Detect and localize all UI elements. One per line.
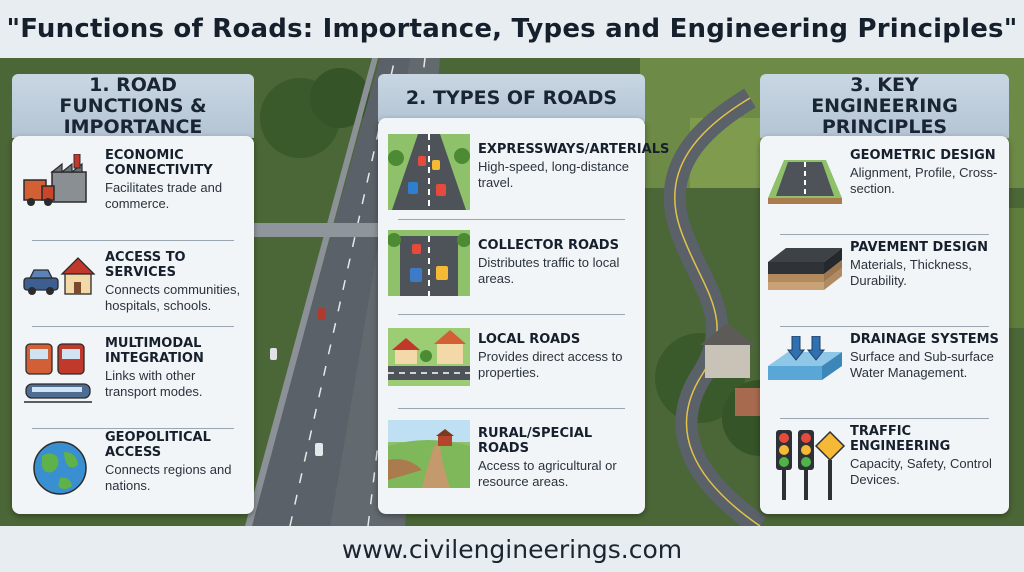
pavement-layers-icon	[768, 248, 842, 290]
item-description: Access to agricultural or resource areas…	[478, 458, 617, 489]
panel-heading-text: 3. KEY ENGINEERING PRINCIPLES	[811, 73, 958, 138]
item-description: Provides direct access to properties.	[478, 349, 623, 380]
divider	[32, 428, 234, 429]
bus-train-icon	[24, 343, 92, 403]
panel-road-functions-heading: 1. ROAD FUNCTIONS & IMPORTANCE	[12, 74, 254, 138]
website-url: www.civilengineerings.com	[341, 534, 683, 564]
list-item-access-to-services: ACCESS TO SERVICES Connects communities,…	[12, 250, 254, 320]
item-title: MULTIMODAL INTEGRATION	[105, 336, 204, 366]
factory-truck-icon	[23, 154, 87, 206]
road-geometry-icon	[768, 160, 842, 204]
divider	[780, 418, 989, 419]
item-title: PAVEMENT DESIGN	[850, 240, 988, 255]
page-title: "Functions of Roads: Importance, Types a…	[6, 14, 1018, 44]
item-description: Distributes traffic to local areas.	[478, 255, 620, 286]
divider	[398, 219, 625, 220]
divider	[32, 326, 234, 327]
item-description: Connects communities, hospitals, schools…	[105, 282, 241, 313]
item-title: GEOMETRIC DESIGN	[850, 148, 996, 163]
title-bar: "Functions of Roads: Importance, Types a…	[0, 0, 1024, 58]
divider	[780, 326, 989, 327]
item-description: Alignment, Profile, Cross-section.	[850, 165, 998, 196]
collector-road-icon	[388, 230, 470, 296]
panel-engineering-principles-body: GEOMETRIC DESIGN Alignment, Profile, Cro…	[760, 136, 1009, 514]
list-item-multimodal-integration: MULTIMODAL INTEGRATION Links with other …	[12, 336, 254, 420]
list-item-local-roads: LOCAL ROADS Provides direct access to pr…	[378, 318, 645, 402]
list-item-drainage-systems: DRAINAGE SYSTEMS Surface and Sub-surface…	[760, 332, 1009, 422]
panel-road-functions: 1. ROAD FUNCTIONS & IMPORTANCE ECONOMIC …	[12, 74, 254, 514]
local-road-icon	[388, 328, 470, 386]
item-title: ECONOMIC CONNECTIVITY	[105, 148, 213, 178]
panel-engineering-principles: 3. KEY ENGINEERING PRINCIPLES GEOMETRIC …	[760, 74, 1009, 514]
item-description: Connects regions and nations.	[105, 462, 232, 493]
item-title: EXPRESSWAYS/ARTERIALS	[478, 142, 670, 157]
item-description: Surface and Sub-surface Water Management…	[850, 349, 994, 380]
panel-heading-text: 1. ROAD FUNCTIONS & IMPORTANCE	[59, 73, 207, 138]
list-item-geopolitical-access: GEOPOLITICAL ACCESS Connects regions and…	[12, 430, 254, 510]
rural-road-icon	[388, 420, 470, 488]
item-description: Materials, Thickness, Durability.	[850, 257, 972, 288]
item-description: Links with other transport modes.	[105, 368, 203, 399]
aerial-road-background: 1. ROAD FUNCTIONS & IMPORTANCE ECONOMIC …	[0, 58, 1024, 526]
globe-icon	[33, 441, 87, 495]
panel-road-functions-body: ECONOMIC CONNECTIVITY Facilitates trade …	[12, 136, 254, 514]
item-title: COLLECTOR ROADS	[478, 238, 619, 253]
panel-types-of-roads: 2. TYPES OF ROADS EXPRESSWAYS/ARTERIALS	[378, 74, 670, 514]
list-item-economic-connectivity: ECONOMIC CONNECTIVITY Facilitates trade …	[12, 148, 254, 228]
expressway-icon	[388, 134, 470, 210]
list-item-pavement-design: PAVEMENT DESIGN Materials, Thickness, Du…	[760, 240, 1009, 320]
item-description: High-speed, long-distance travel.	[478, 159, 630, 190]
panel-types-of-roads-body: EXPRESSWAYS/ARTERIALS High-speed, long-d…	[378, 118, 670, 514]
list-item-geometric-design: GEOMETRIC DESIGN Alignment, Profile, Cro…	[760, 148, 1009, 228]
panel-types-of-roads-heading: 2. TYPES OF ROADS	[378, 74, 645, 122]
divider	[32, 240, 234, 241]
item-title: TRAFFIC ENGINEERING	[850, 424, 951, 454]
list-item-traffic-engineering: TRAFFIC ENGINEERING Capacity, Safety, Co…	[760, 424, 1009, 514]
item-title: DRAINAGE SYSTEMS	[850, 332, 999, 347]
traffic-light-icon	[776, 430, 846, 500]
item-title: RURAL/SPECIAL ROADS	[478, 426, 593, 456]
item-description: Facilitates trade and commerce.	[105, 180, 223, 211]
divider	[398, 408, 625, 409]
panel-engineering-principles-heading: 3. KEY ENGINEERING PRINCIPLES	[760, 74, 1009, 138]
divider	[398, 314, 625, 315]
divider	[780, 234, 989, 235]
item-description: Capacity, Safety, Control Devices.	[850, 456, 992, 487]
panel-heading-text: 2. TYPES OF ROADS	[405, 86, 618, 109]
list-item-rural-roads: RURAL/SPECIAL ROADS Access to agricultur…	[378, 412, 645, 502]
list-item-expressways: EXPRESSWAYS/ARTERIALS High-speed, long-d…	[378, 128, 670, 218]
list-item-collector-roads: COLLECTOR ROADS Distributes traffic to l…	[378, 224, 645, 308]
car-house-icon	[23, 257, 96, 295]
footer: www.civilengineerings.com	[0, 526, 1024, 572]
item-title: GEOPOLITICAL ACCESS	[105, 430, 211, 460]
item-title: ACCESS TO SERVICES	[105, 250, 186, 280]
item-title: LOCAL ROADS	[478, 332, 581, 347]
drainage-icon	[768, 336, 842, 380]
